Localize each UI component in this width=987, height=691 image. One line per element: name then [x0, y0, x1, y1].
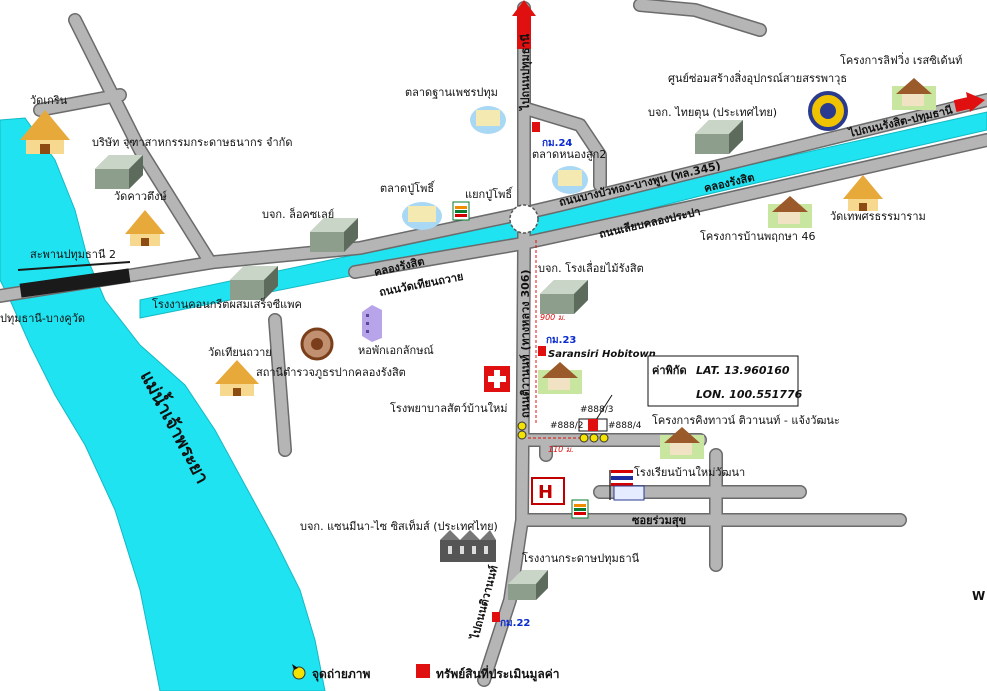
seven-eleven-icon-2	[571, 499, 589, 519]
parcel-888-3: #888/3	[580, 405, 613, 415]
semina-label: บจก. แซนมีนา-ไซ ซิสเท็มส์ (ประเทศไทย)	[300, 519, 498, 533]
svg-text:110 ม.: 110 ม.	[548, 445, 574, 454]
house-icons	[538, 78, 936, 459]
talat-than-phet-label: ตลาดฐานเพชรปทุม	[405, 86, 498, 99]
police-label: สถานีตำรวจภูธรปากคลองรังสิต	[256, 366, 406, 379]
dormitory-label: หอพักเอกลักษณ์	[358, 344, 434, 357]
river	[0, 117, 326, 691]
pathum-bridge	[17, 261, 131, 298]
arrow-east	[953, 92, 985, 112]
sawmill-label: บจก. โรงเลื่อยไม้รังสิต	[538, 260, 644, 275]
coordinate-box: ค่าพิกัด LAT. 13.960160 LON. 100.551776	[647, 355, 803, 407]
parcel-888-4: #888/4	[608, 421, 642, 431]
legend-property-label: ทรัพย์สินที่ประเมินมูลค่า	[436, 665, 560, 682]
km-24-marker: กม.24	[532, 122, 572, 149]
school-flag-icon	[609, 470, 645, 501]
legend-photo-point-icon	[292, 664, 306, 680]
km-22-marker: กม.22	[492, 612, 530, 629]
legend-photo-point-label: จุดถ่ายภาพ	[312, 667, 371, 682]
semina-factory-icon	[440, 530, 496, 562]
market-icons	[402, 106, 588, 230]
seven-eleven-icon-1	[452, 201, 470, 221]
svg-text:กม.23: กม.23	[546, 335, 576, 346]
legend: จุดถ่ายภาพ ทรัพย์สินที่ประเมินมูลค่า	[292, 664, 560, 682]
svg-text:ค่าพิกัด: ค่าพิกัด	[652, 364, 687, 377]
svg-text:900 ม.: 900 ม.	[540, 313, 566, 322]
thai-ton-label: บจก. ไทยตุน (ประเทศไทย)	[648, 106, 777, 119]
yaek-pu-pho-roundabout	[509, 204, 539, 234]
school-label: โรงเรียนบ้านใหม่วัฒนา	[634, 465, 745, 479]
saransiri-label: Saransiri Hobitown	[548, 349, 656, 360]
distance-900m: 900 ม.	[535, 240, 566, 425]
service-center-emblem-icon	[808, 91, 848, 131]
wat-kha-tiang-label: วัดคาวตึงษ์	[114, 190, 167, 203]
compass-w-label: W	[972, 589, 985, 603]
police-emblem-icon	[300, 327, 334, 361]
talat-nong-label: ตลาดหนองสูก2	[532, 148, 606, 161]
to-pathum-label: ไปถนนปทุมธานี	[518, 33, 533, 112]
lock-company-label: บจก. ล็อคซเลย์	[262, 207, 334, 221]
wat-thian-thawai-label: วัดเทียนถวาย	[208, 346, 272, 359]
km-23-marker: กม.23	[538, 335, 576, 356]
hospital-cross-icon	[484, 366, 510, 392]
warehouse-icons	[95, 120, 743, 600]
svg-text:LON. 100.551776: LON. 100.551776	[696, 388, 803, 401]
distance-110m: 110 ม.	[528, 437, 580, 454]
dormitory-building-icon	[362, 305, 382, 342]
temple-icons	[20, 110, 883, 396]
jutha-company-label: บริษัท จุฑาสาหกรรมกระดาษธนากร จำกัด	[92, 136, 292, 149]
kingtown-label: โครงการคิงทาวน์ ติวานนท์ - แจ้งวัฒนะ	[652, 413, 840, 427]
pathum-bridge-label: สะพานปทุมธานี 2	[30, 248, 116, 261]
concrete-label: โรงงานคอนกรีตผสมเสร็จซีแพค	[152, 297, 302, 311]
wat-koen-label: วัดเกริน	[30, 94, 68, 107]
vet-hospital-label: โรงพยาบาลสัตว์บ้านใหม่	[390, 401, 508, 415]
wat-thep-label: วัดเทพศรธรรมาราม	[830, 210, 926, 223]
paper-factory-label: โรงงานกระดาษปทุมธานี	[522, 551, 640, 565]
parcel-888-2: #888/2	[550, 421, 583, 431]
talat-pu-pho-label: ตลาดปู่โพธิ์	[380, 180, 436, 195]
svg-text:LAT. 13.960160: LAT. 13.960160	[696, 364, 790, 377]
ban-pruksa-label: โครงการบ้านพฤกษา 46	[700, 229, 815, 243]
lipping-project-label: โครงการลิฟวิ่ง เรสซิเด้นท์	[840, 52, 962, 67]
arrow-north	[512, 0, 536, 49]
service-center-label: ศูนย์ซ่อมสร้างสิ่งอุปกรณ์สายสรรพาวุธ	[668, 70, 847, 85]
honda-logo-icon: H	[531, 477, 565, 505]
soi-ruam-suk-label: ซอยร่วมสุข	[632, 514, 686, 528]
svg-text:H: H	[538, 482, 553, 503]
yaek-pu-pho-label: แยกปู่โพธิ์	[465, 186, 514, 201]
legend-property-icon	[416, 664, 430, 678]
photo-points	[517, 421, 609, 443]
svg-text:กม.22: กม.22	[500, 618, 530, 629]
subject-property: #888/3 #888/2 #888/4	[550, 394, 642, 432]
tiwanon-road-label: ถนนติวานนท์ (ทางหลวง 306)	[519, 270, 532, 419]
bang-khu-wat-label: ปทุมธานี-บางคูวัด	[0, 312, 85, 325]
svg-text:กม.24: กม.24	[542, 138, 572, 149]
